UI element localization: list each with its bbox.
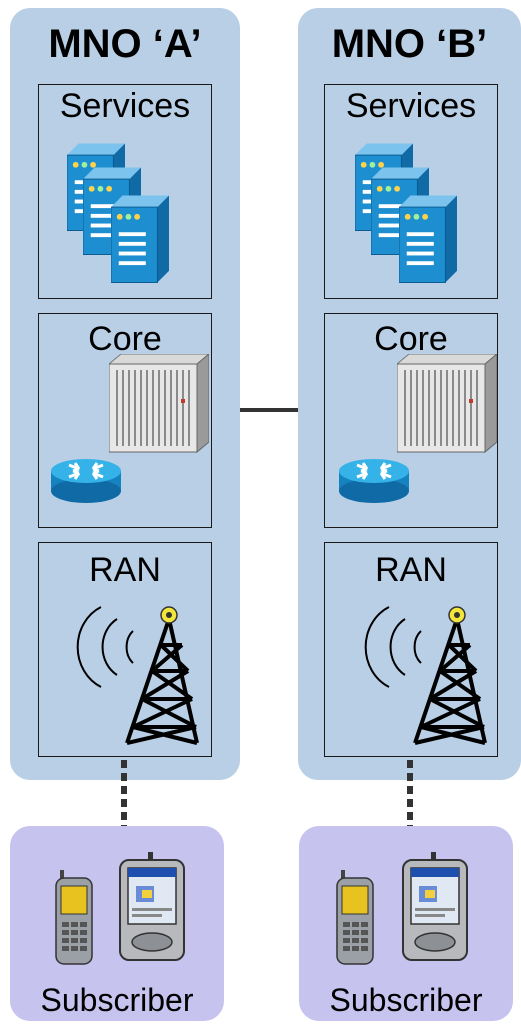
mno-a-services-box: Services — [38, 84, 212, 299]
mno-b-subscriber-panel: Subscriber — [299, 826, 513, 1021]
mno-b-subscriber-label: Subscriber — [329, 982, 483, 1018]
switch-chassis-icon — [397, 354, 497, 453]
server-stack-icon — [67, 143, 169, 283]
router-icon — [339, 459, 409, 503]
server-stack-icon — [355, 143, 457, 283]
router-icon — [51, 459, 121, 503]
switch-chassis-icon — [109, 354, 209, 453]
mobile-phone-icon — [336, 870, 374, 965]
mno-b-core-box: Core — [324, 313, 498, 528]
mno-b-ran-label: RAN — [375, 551, 447, 589]
cell-tower-icon — [363, 605, 487, 745]
inter-operator-link — [232, 408, 302, 412]
mno-a-core-label: Core — [88, 320, 162, 358]
mno-a-ran-label: RAN — [89, 551, 161, 589]
pda-icon — [402, 852, 468, 961]
mno-a-access-link — [121, 760, 127, 830]
pda-icon — [119, 852, 185, 961]
mno-a-title: MNO ‘A’ — [48, 22, 202, 66]
mno-b-ran-box: RAN — [324, 542, 498, 757]
mno-a-core-box: Core — [38, 313, 212, 528]
mno-a-ran-box: RAN — [38, 542, 212, 757]
mno-a-subscriber-panel: Subscriber — [10, 826, 224, 1021]
mno-b-services-label: Services — [345, 87, 477, 125]
mno-b-access-link — [407, 760, 413, 830]
mno-b-services-box: Services — [324, 84, 498, 299]
mno-a-services-label: Services — [59, 87, 191, 125]
mno-b-title: MNO ‘B’ — [331, 22, 488, 66]
mno-a-subscriber-label: Subscriber — [40, 982, 194, 1018]
cell-tower-icon — [75, 605, 199, 745]
mobile-phone-icon — [55, 870, 93, 965]
mno-b-core-label: Core — [374, 320, 448, 358]
